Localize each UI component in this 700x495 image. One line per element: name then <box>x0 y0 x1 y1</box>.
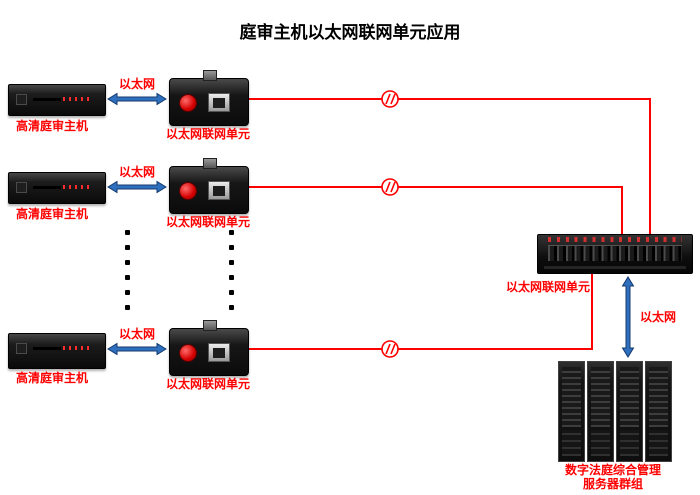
host-drive-slot <box>33 98 61 101</box>
ethernet-link-label: 以太网 <box>119 77 156 91</box>
court-host-device <box>8 172 106 204</box>
unit-top-connector <box>203 70 217 81</box>
central-networking-unit-device <box>537 234 693 274</box>
host-logo <box>16 343 27 354</box>
server-label-line1: 数字法庭综合管理 <box>564 463 661 477</box>
server-cabinet <box>558 361 585 462</box>
vertical-ellipsis <box>229 230 234 310</box>
fiber-link-line-2 <box>247 186 623 234</box>
fiber-symbol-icon <box>381 178 399 196</box>
ethernet-unit-device <box>169 70 249 126</box>
server-cabinet <box>587 361 614 462</box>
host-drive-slot <box>33 186 61 189</box>
server-cluster-device <box>558 361 672 462</box>
host-drive-slot <box>33 347 61 350</box>
court-host-device <box>8 333 106 369</box>
server-label-line2: 服务器群组 <box>582 477 643 491</box>
panel-connector-knobs <box>548 237 682 242</box>
fiber-symbol-icon <box>381 90 399 108</box>
host-led-indicators <box>63 97 93 101</box>
ethernet-unit-device <box>169 320 249 376</box>
fiber-symbol-icon <box>381 340 399 358</box>
diagram-title: 庭审主机以太网联网单元应用 <box>239 23 461 42</box>
unit-rj45-port <box>208 343 230 362</box>
unit-top-connector <box>203 158 217 169</box>
unit-label: 以太网联网单元 <box>166 127 251 141</box>
server-cabinet <box>645 361 672 462</box>
panel-rail <box>544 266 686 269</box>
unit-red-button <box>179 182 197 200</box>
unit-top-connector <box>203 320 217 331</box>
host-label: 高清庭审主机 <box>16 371 89 385</box>
court-host-device <box>8 84 106 116</box>
ethernet-link-label: 以太网 <box>119 327 156 341</box>
vertical-ellipsis <box>125 230 130 310</box>
unit-red-button <box>179 344 197 362</box>
unit-label: 以太网联网单元 <box>166 377 251 391</box>
host-logo <box>16 94 27 105</box>
ethernet-arrow-icon <box>107 180 167 194</box>
ethernet-arrow-icon <box>107 342 167 356</box>
server-cabinet <box>616 361 643 462</box>
host-led-indicators <box>63 185 93 189</box>
host-led-indicators <box>63 346 93 350</box>
ethernet-arrow-icon <box>621 276 635 358</box>
ethernet-arrow-icon <box>107 92 167 106</box>
fiber-link-line-3 <box>247 273 593 350</box>
unit-rj45-port <box>208 93 230 112</box>
host-label: 高清庭审主机 <box>16 207 89 221</box>
host-logo <box>16 182 27 193</box>
unit-rj45-port <box>208 181 230 200</box>
panel-port-row <box>548 245 682 261</box>
ethernet-link-label: 以太网 <box>640 310 677 324</box>
host-label: 高清庭审主机 <box>16 119 89 133</box>
panel-label: 以太网联网单元 <box>506 280 591 294</box>
ethernet-unit-device <box>169 158 249 214</box>
ethernet-link-label: 以太网 <box>119 165 156 179</box>
unit-label: 以太网联网单元 <box>166 215 251 229</box>
unit-red-button <box>179 94 197 112</box>
fiber-link-line-1 <box>247 98 651 234</box>
